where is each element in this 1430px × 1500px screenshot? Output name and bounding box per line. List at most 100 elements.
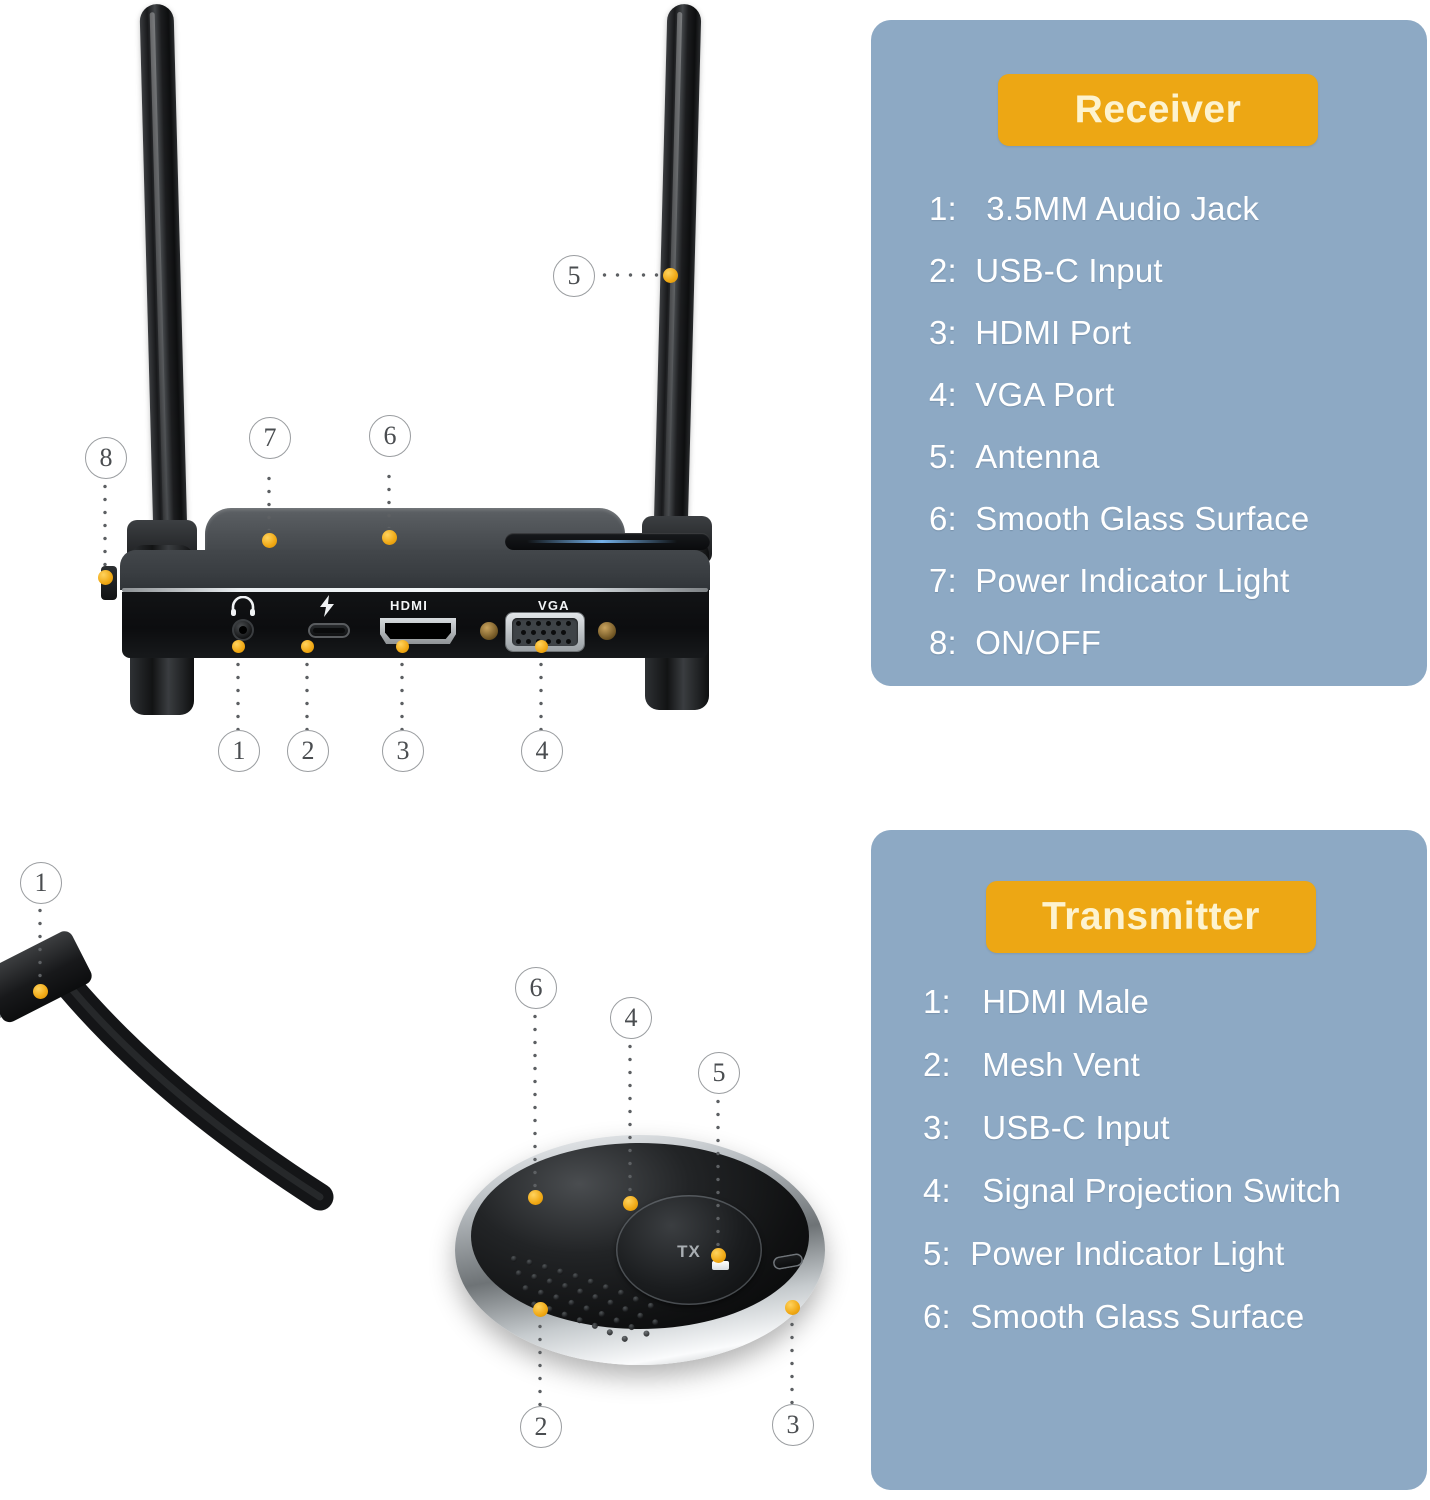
leader-line-1 [236,658,240,730]
hdmi-port-label: HDMI [390,598,429,613]
transmitter-device-illustration: TX [0,880,830,1480]
receiver-spec-8-label: ON/OFF [975,624,1102,661]
vga-screw-left [480,622,498,640]
callout-8: 8 [85,437,127,479]
usbc-input-port [308,623,350,638]
callout-tx-1: 1 [20,862,62,904]
transmitter-spec-2-label: Mesh Vent [982,1046,1141,1083]
vga-port [506,613,584,651]
marker-dot-5 [663,268,678,283]
callout-5: 5 [553,255,595,297]
leader-line-tx-4 [628,1040,632,1194]
power-indicator-light [712,1261,729,1270]
vga-port-inner [512,618,578,646]
receiver-spec-5-num: 5: [929,438,957,475]
marker-dot-7 [262,533,277,548]
receiver-spec-5-label: Antenna [975,438,1100,475]
receiver-port-panel: HDMI VGA [122,592,708,658]
tx-button-label: TX [677,1242,701,1262]
receiver-spec-4-label: VGA Port [975,376,1115,413]
receiver-spec-2-label: USB-C Input [975,252,1163,289]
receiver-spec-6-label: Smooth Glass Surface [975,500,1310,537]
marker-dot-2 [301,640,314,653]
leader-line-8 [103,480,107,568]
receiver-spec-6: 6: Smooth Glass Surface [929,500,1309,538]
receiver-spec-6-num: 6: [929,500,957,537]
transmitter-spec-1-num: 1: [923,983,951,1020]
transmitter-spec-2-num: 2: [923,1046,951,1083]
receiver-spec-1-num: 1: [929,190,957,227]
marker-dot-4 [535,640,548,653]
audio-jack-port [232,619,254,641]
hdmi-port [380,618,456,644]
transmitter-title-badge: Transmitter [986,881,1316,953]
marker-dot-tx-1 [33,984,48,999]
marker-dot-3 [396,640,409,653]
callout-tx-5: 5 [698,1052,740,1094]
leader-line-4 [539,658,543,730]
receiver-spec-3: 3: HDMI Port [929,314,1131,352]
receiver-spec-1-label: 3.5MM Audio Jack [986,190,1260,227]
callout-tx-4: 4 [610,997,652,1039]
receiver-antenna-left [139,3,189,583]
receiver-spec-7-num: 7: [929,562,957,599]
transmitter-spec-6-num: 6: [923,1298,951,1335]
transmitter-spec-4-num: 4: [923,1172,951,1209]
lightning-bolt-icon [318,595,336,622]
leader-line-tx-3 [790,1318,794,1404]
leader-line-tx-1 [38,904,42,982]
receiver-spec-7: 7: Power Indicator Light [929,562,1290,600]
transmitter-spec-3: 3: USB-C Input [923,1109,1170,1147]
leader-line-2 [305,658,309,730]
receiver-spec-4-num: 4: [929,376,957,413]
callout-7: 7 [249,417,291,459]
marker-dot-1 [232,640,245,653]
receiver-body: HDMI VGA [110,508,720,658]
transmitter-spec-4: 4: Signal Projection Switch [923,1172,1341,1210]
callout-4: 4 [521,730,563,772]
marker-dot-tx-2 [533,1302,548,1317]
vga-port-label: VGA [538,598,570,613]
transmitter-glass-face: TX [471,1143,809,1343]
transmitter-spec-5-label: Power Indicator Light [970,1235,1285,1272]
receiver-spec-5: 5: Antenna [929,438,1100,476]
marker-dot-tx-6 [528,1190,543,1205]
leader-line-3 [400,658,404,730]
receiver-title-badge: Receiver [998,74,1318,146]
transmitter-spec-5: 5: Power Indicator Light [923,1235,1285,1273]
receiver-chrome-trim [122,588,708,592]
callout-6: 6 [369,415,411,457]
signal-projection-switch[interactable]: TX [616,1195,762,1305]
callout-tx-2: 2 [520,1406,562,1448]
transmitter-info-panel: Transmitter 1: HDMI Male 2: Mesh Vent 3:… [871,830,1427,1490]
transmitter-spec-3-num: 3: [923,1109,951,1146]
receiver-spec-3-label: HDMI Port [975,314,1132,351]
receiver-antenna-right [652,3,702,577]
smooth-glass-surface-strip [505,533,710,550]
receiver-spec-3-num: 3: [929,314,957,351]
receiver-device-illustration: HDMI VGA [0,0,830,800]
transmitter-spec-5-num: 5: [923,1235,951,1272]
transmitter-spec-3-label: USB-C Input [982,1109,1170,1146]
marker-dot-8 [98,570,113,585]
receiver-spec-7-label: Power Indicator Light [975,562,1290,599]
marker-dot-tx-5 [711,1248,726,1263]
callout-2: 2 [287,730,329,772]
receiver-spec-4: 4: VGA Port [929,376,1114,414]
callout-1: 1 [218,730,260,772]
marker-dot-6 [382,530,397,545]
callout-tx-6: 6 [515,967,557,1009]
marker-dot-tx-3 [785,1300,800,1315]
receiver-spec-1: 1: 3.5MM Audio Jack [929,190,1259,228]
leader-line-tx-5 [716,1095,720,1246]
leader-line-tx-2 [538,1320,542,1406]
transmitter-spec-1: 1: HDMI Male [923,983,1149,1021]
receiver-spec-2-num: 2: [929,252,957,289]
transmitter-puck: TX [455,1135,825,1365]
transmitter-spec-2: 2: Mesh Vent [923,1046,1140,1084]
transmitter-spec-6: 6: Smooth Glass Surface [923,1298,1304,1336]
leader-line-tx-6 [533,1010,537,1188]
leader-line-6 [387,470,391,528]
transmitter-spec-4-label: Signal Projection Switch [982,1172,1342,1209]
